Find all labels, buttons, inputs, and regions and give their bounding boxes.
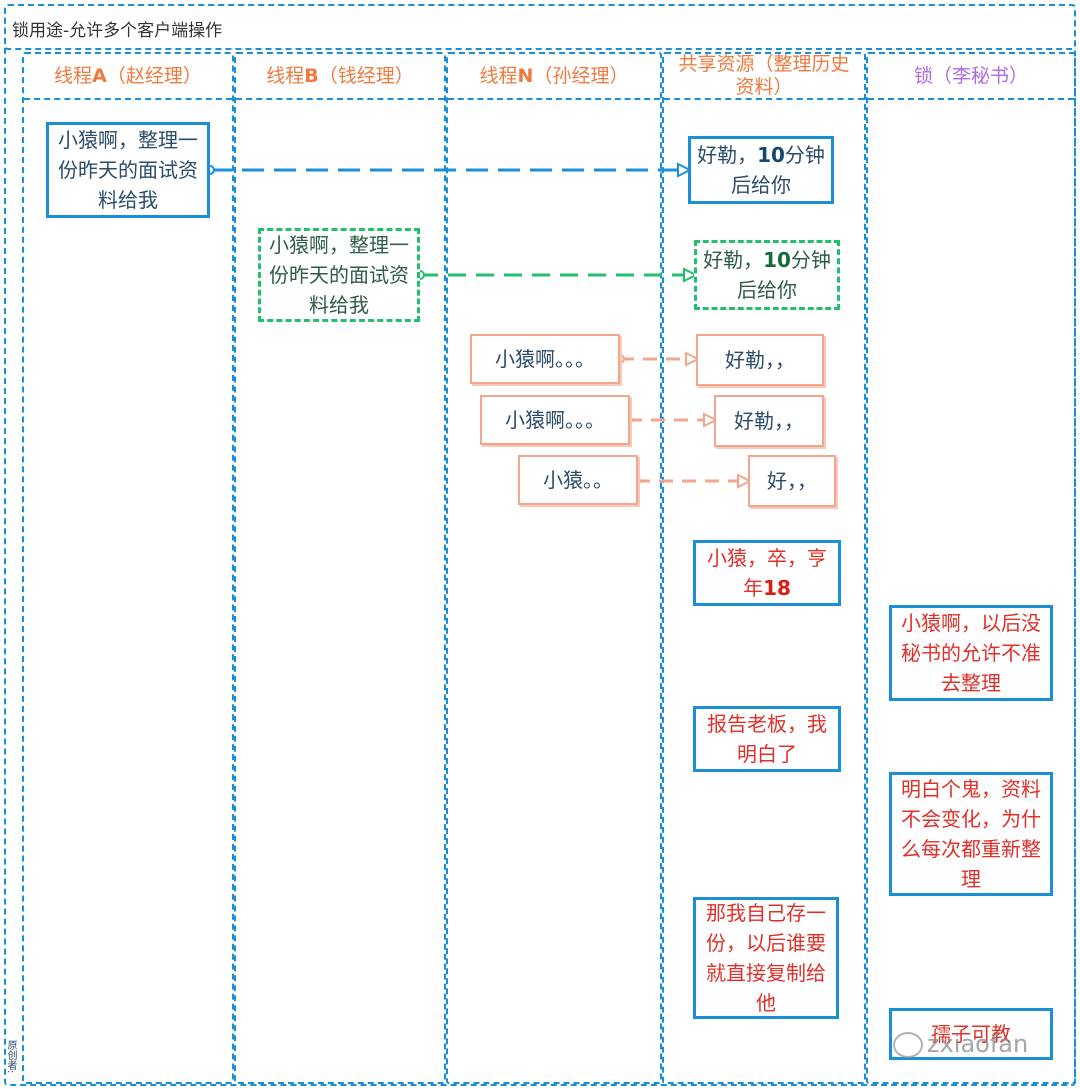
column-header-shared-resource: 共享资源（整理历史资料） bbox=[664, 53, 864, 100]
column-shared-resource: 共享资源（整理历史资料） bbox=[662, 52, 866, 1084]
side-mark: 原创者: bbox=[5, 1040, 16, 1074]
arrow-n2 bbox=[623, 412, 719, 428]
lock-note-rule: 小猿啊，以后没秘书的允许不准去整理 bbox=[889, 605, 1053, 701]
watermark: zxiaofan bbox=[893, 1030, 1028, 1058]
reply-box-n2: 好勒，， bbox=[714, 395, 824, 447]
resource-note-report: 报告老板，我明白了 bbox=[693, 706, 841, 772]
reply-box-a: 好勒，10分钟后给你 bbox=[688, 136, 834, 204]
reply-box-n3: 好，， bbox=[748, 455, 836, 507]
arrow-a bbox=[205, 162, 693, 178]
reply-box-n1: 好勒，， bbox=[696, 334, 824, 386]
request-box-n2: 小猿啊。。。 bbox=[480, 395, 630, 445]
request-box-a: 小猿啊，整理一份昨天的面试资料给我 bbox=[46, 122, 210, 218]
request-box-b: 小猿啊，整理一份昨天的面试资料给我 bbox=[258, 228, 420, 322]
lock-note-scold: 明白个鬼，资料不会变化，为什么每次都重新整理 bbox=[889, 772, 1053, 896]
resource-note-save-copy: 那我自己存一份，以后谁要就直接复制给他 bbox=[693, 897, 839, 1019]
diagram-title: 锁用途-允许多个客户端操作 bbox=[12, 21, 223, 41]
column-header-lock: 锁（李秘书） bbox=[868, 54, 1074, 100]
request-box-n1: 小猿啊。。。 bbox=[470, 334, 620, 384]
column-lock: 锁（李秘书） bbox=[866, 52, 1076, 1084]
reply-box-b: 好勒，10分钟后给你 bbox=[694, 240, 840, 310]
title-bar bbox=[4, 4, 1076, 50]
arrow-n1 bbox=[615, 351, 701, 367]
arrow-n3 bbox=[631, 473, 753, 489]
wechat-icon bbox=[893, 1032, 923, 1058]
request-box-n3: 小猿。。 bbox=[518, 455, 638, 505]
resource-note-died: 小猿，卒，亨年18 bbox=[693, 540, 841, 606]
arrow-b bbox=[415, 267, 699, 283]
